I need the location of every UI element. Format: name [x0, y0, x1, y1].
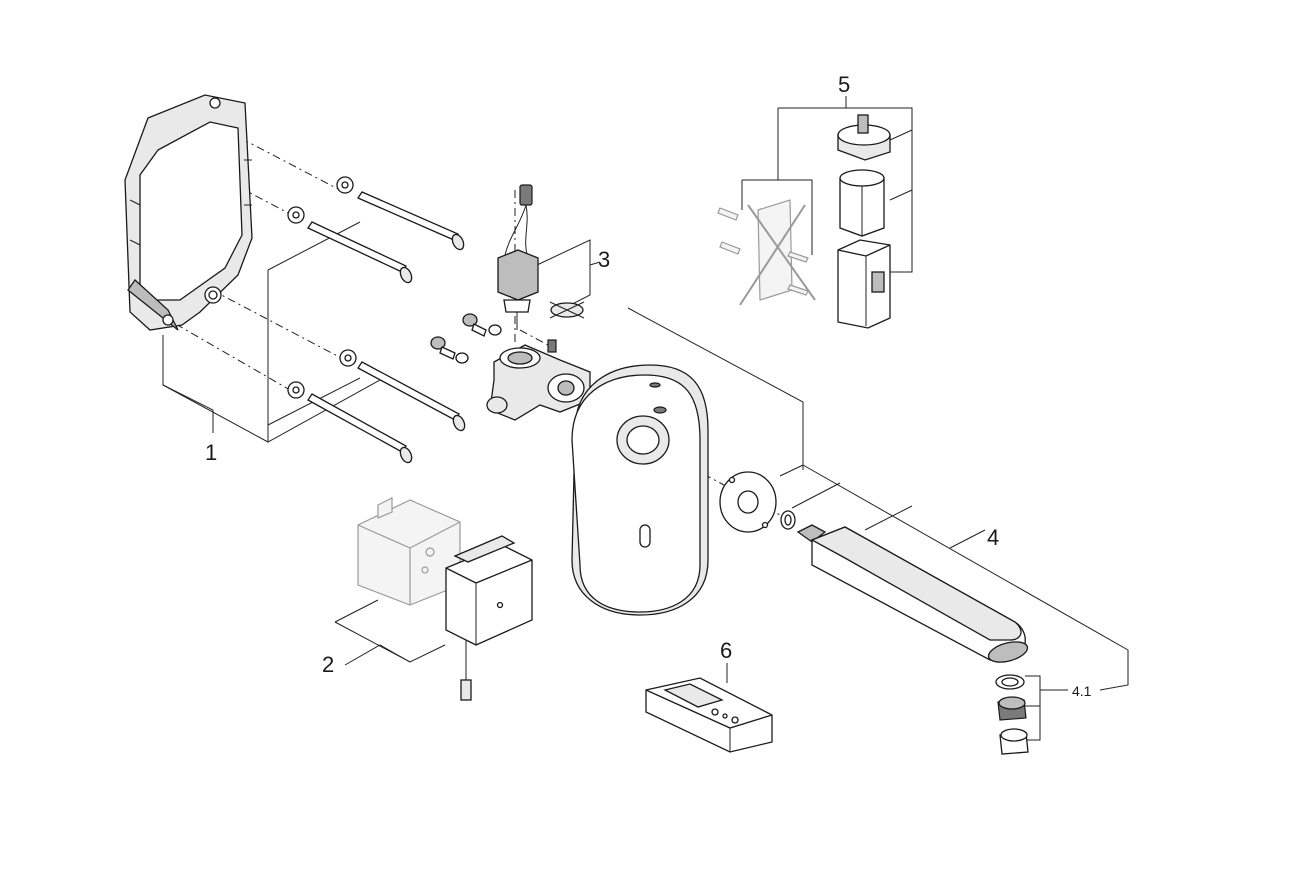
leader-lines [162, 96, 1129, 741]
o-ring [780, 510, 796, 530]
remote-control [645, 677, 773, 753]
bolt-set [307, 191, 466, 464]
label-part-3: 3 [598, 247, 610, 272]
battery-cap [837, 114, 891, 161]
power-supply [445, 535, 533, 701]
rosette [719, 471, 777, 533]
label-part-4: 4 [987, 525, 999, 550]
mounting-frame [124, 94, 253, 331]
junction-box [357, 497, 461, 606]
label-part-5: 5 [838, 72, 850, 97]
not-used-part-indicator [549, 301, 585, 319]
spout [796, 524, 1029, 663]
washer-set [287, 176, 357, 399]
valve-body [430, 313, 591, 421]
solenoid-valve [497, 184, 539, 330]
label-part-6: 6 [720, 638, 732, 663]
battery-pack [839, 169, 885, 237]
label-part-1: 1 [205, 440, 217, 465]
cover-plate [571, 364, 709, 616]
wall-anchor-set [717, 199, 816, 306]
label-part-4-1: 4.1 [1072, 683, 1092, 699]
battery-housing [837, 239, 891, 329]
aerator-set [995, 674, 1029, 755]
label-part-2: 2 [322, 652, 334, 677]
